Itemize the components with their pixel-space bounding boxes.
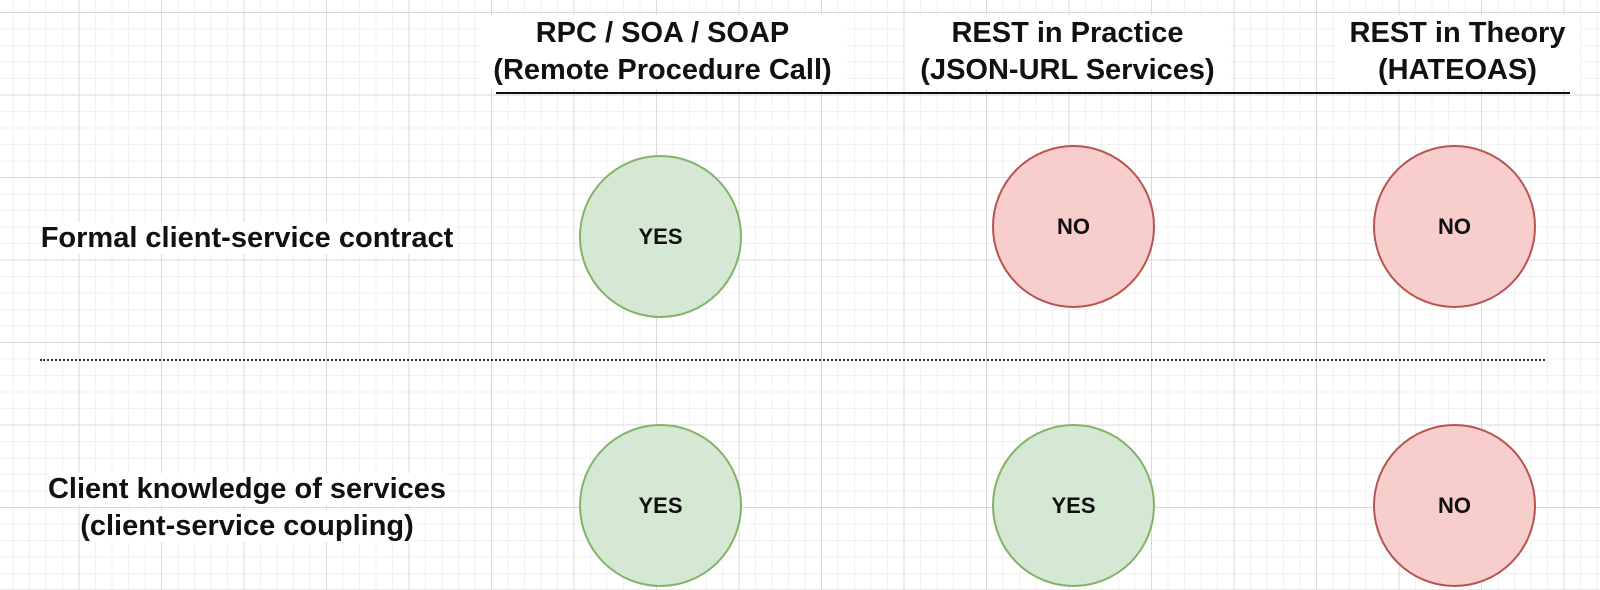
row-label-text: Formal client-service contract xyxy=(40,222,454,254)
column-header-title: REST in Theory xyxy=(1349,17,1566,49)
row-label-formal-contract: Formal client-service contract xyxy=(12,220,482,257)
status-circle-row1-rest-theory: NO xyxy=(1373,145,1536,308)
column-header-rest-theory: REST in Theory (HATEOAS) xyxy=(1335,15,1580,89)
header-underline xyxy=(496,92,1570,94)
column-header-subtitle: (JSON-URL Services) xyxy=(920,54,1215,86)
row-label-text: Client knowledge of services xyxy=(47,473,447,505)
status-circle-row2-rest-practice: YES xyxy=(992,424,1155,587)
row-label-client-knowledge: Client knowledge of services (client-ser… xyxy=(12,471,482,545)
column-header-rpc: RPC / SOA / SOAP (Remote Procedure Call) xyxy=(480,15,845,89)
column-header-subtitle: (Remote Procedure Call) xyxy=(493,54,832,86)
status-circle-row1-rpc: YES xyxy=(579,155,742,318)
row-divider xyxy=(40,359,1545,361)
column-header-title: REST in Practice xyxy=(951,17,1184,49)
status-circle-row1-rest-practice: NO xyxy=(992,145,1155,308)
status-circle-row2-rpc: YES xyxy=(579,424,742,587)
row-label-text: (client-service coupling) xyxy=(80,510,414,542)
column-header-subtitle: (HATEOAS) xyxy=(1378,54,1537,86)
column-header-rest-practice: REST in Practice (JSON-URL Services) xyxy=(905,15,1230,89)
column-header-title: RPC / SOA / SOAP xyxy=(535,17,790,49)
status-circle-row2-rest-theory: NO xyxy=(1373,424,1536,587)
